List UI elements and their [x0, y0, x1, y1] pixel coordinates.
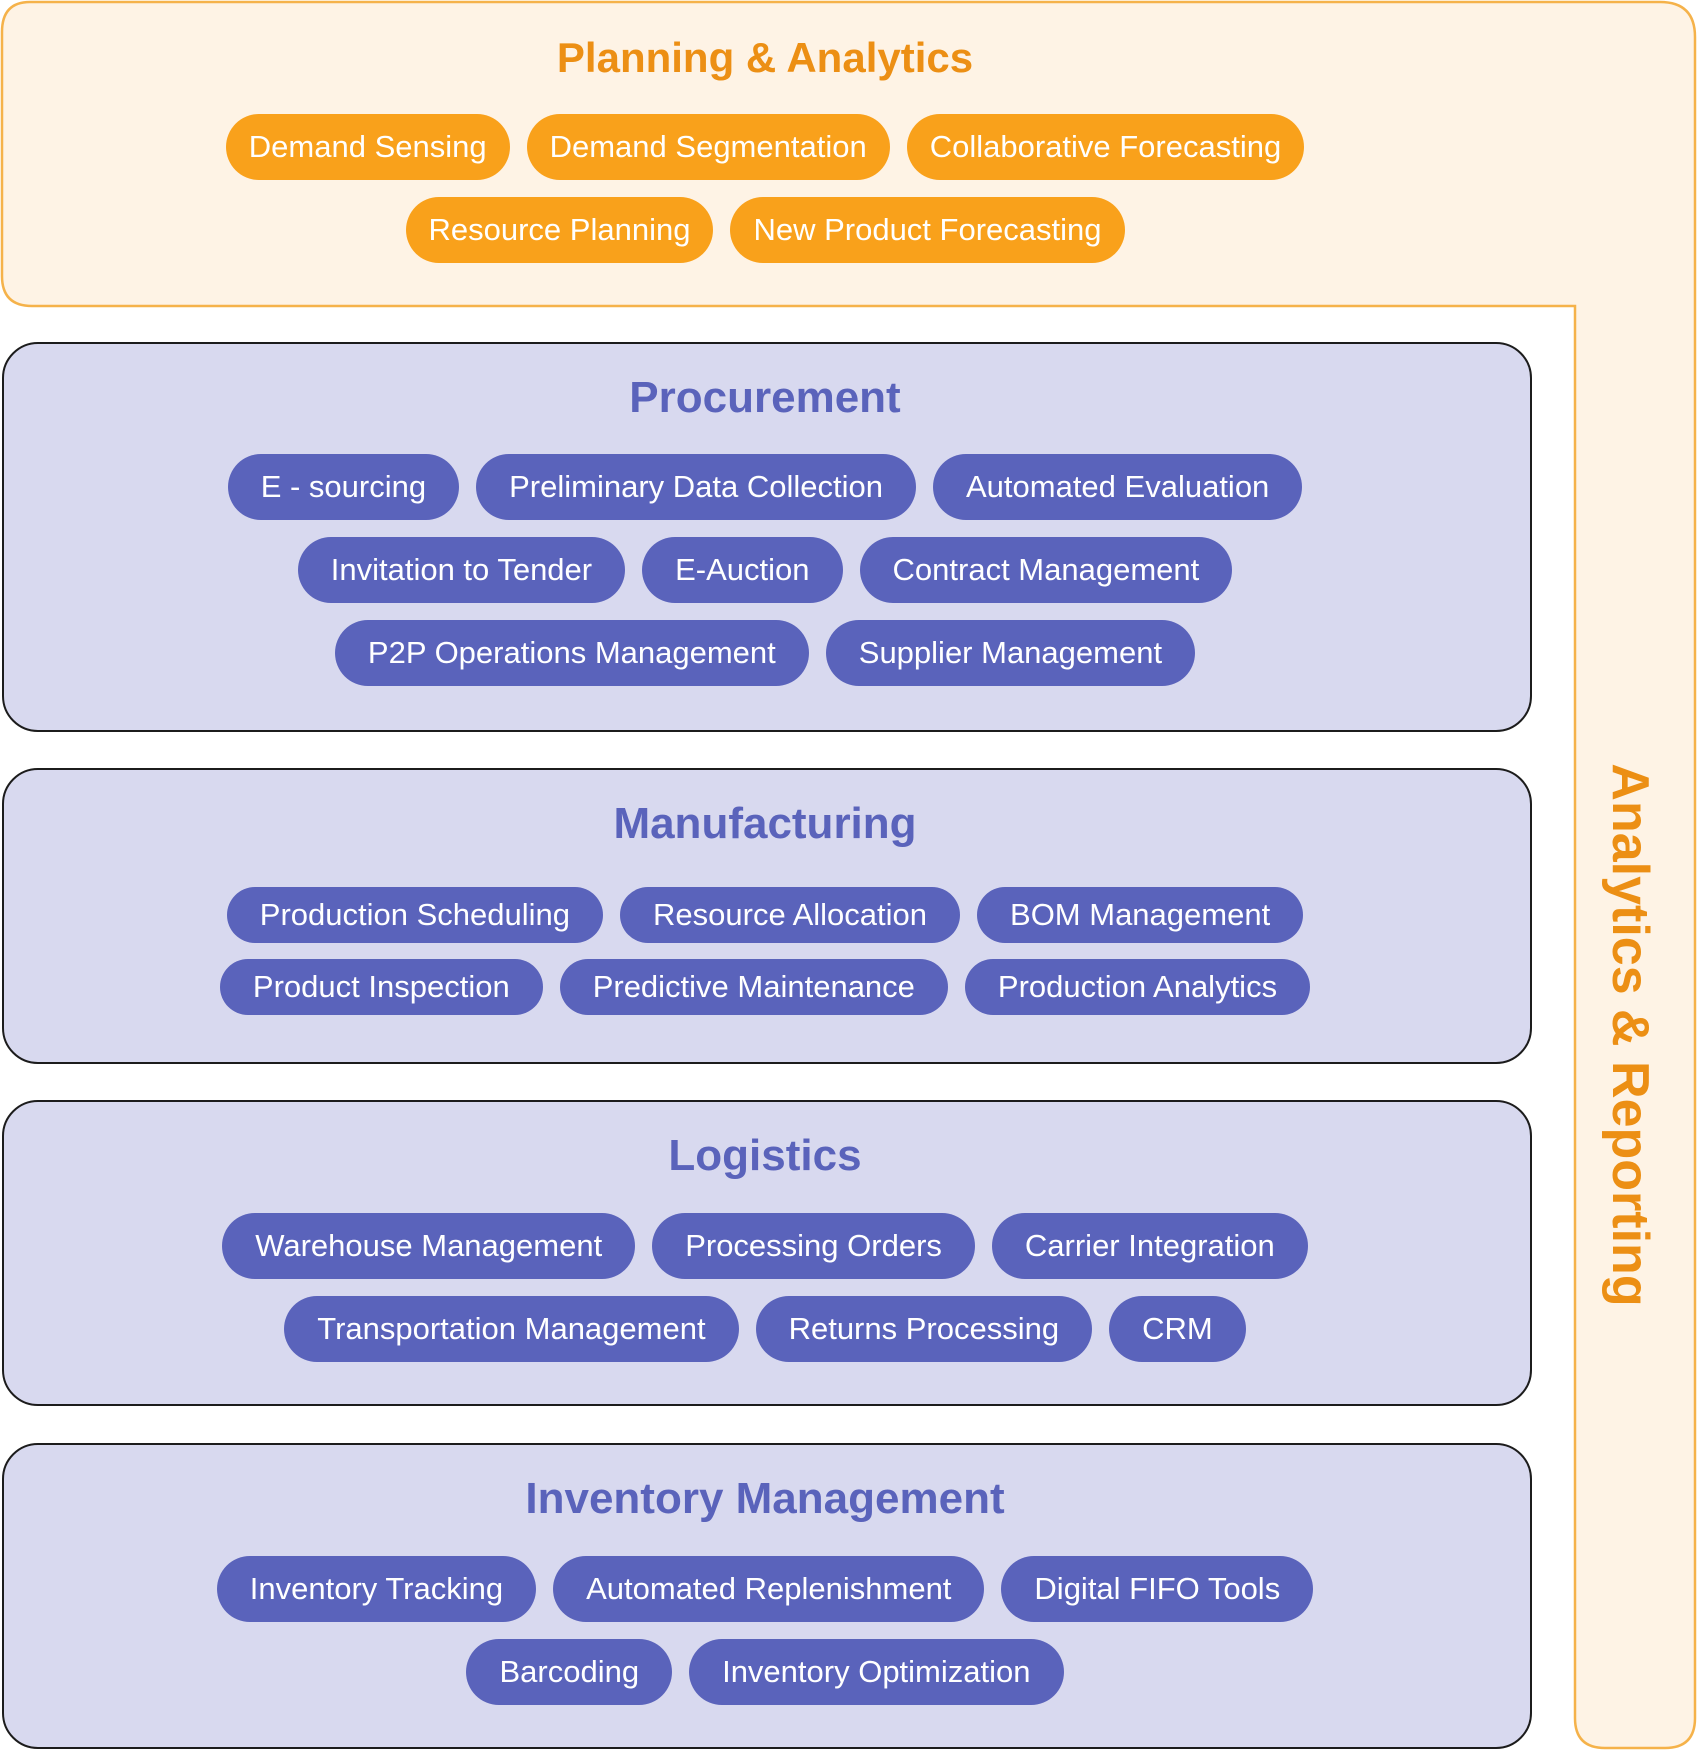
pill-barcoding: Barcoding: [466, 1639, 673, 1705]
pill-digital-fifo-tools: Digital FIFO Tools: [1001, 1556, 1314, 1622]
pill-new-product-forecasting: New Product Forecasting: [730, 197, 1125, 263]
pill-automated-evaluation: Automated Evaluation: [932, 454, 1303, 520]
pill-demand-sensing: Demand Sensing: [225, 114, 510, 180]
pill-automated-replenishment: Automated Replenishment: [553, 1556, 985, 1622]
pill-returns-processing: Returns Processing: [755, 1296, 1093, 1362]
pill-production-analytics: Production Analytics: [964, 959, 1311, 1015]
pill-bom-management: BOM Management: [977, 887, 1304, 943]
inventory-management-title: Inventory Management: [525, 1474, 1005, 1523]
pill-production-scheduling: Production Scheduling: [226, 887, 604, 943]
pill-crm: CRM: [1109, 1296, 1246, 1362]
pill-predictive-maintenance: Predictive Maintenance: [559, 959, 948, 1015]
pill-p2p-operations-management: P2P Operations Management: [334, 620, 809, 686]
pill-inventory-optimization: Inventory Optimization: [689, 1639, 1064, 1705]
pill-carrier-integration: Carrier Integration: [991, 1213, 1308, 1279]
analytics-reporting-label: Analytics & Reporting: [1601, 763, 1659, 1307]
pill-inventory-tracking: Inventory Tracking: [216, 1556, 537, 1622]
pill-invitation-to-tender: Invitation to Tender: [297, 537, 626, 603]
pill-processing-orders: Processing Orders: [652, 1213, 975, 1279]
pill-transportation-management: Transportation Management: [284, 1296, 739, 1362]
logistics-title: Logistics: [668, 1131, 862, 1180]
pill-e-sourcing: E - sourcing: [227, 454, 460, 520]
pill-preliminary-data-collection: Preliminary Data Collection: [476, 454, 916, 520]
pill-supplier-management: Supplier Management: [825, 620, 1196, 686]
pill-collaborative-forecasting: Collaborative Forecasting: [906, 114, 1305, 180]
procurement-title: Procurement: [629, 373, 901, 422]
pill-resource-allocation: Resource Allocation: [620, 887, 961, 943]
pill-contract-management: Contract Management: [859, 537, 1233, 603]
pill-resource-planning: Resource Planning: [405, 197, 714, 263]
pill-product-inspection: Product Inspection: [219, 959, 543, 1015]
pill-demand-segmentation: Demand Segmentation: [526, 114, 890, 180]
planning-analytics-title: Planning & Analytics: [556, 34, 974, 81]
pill-warehouse-management: Warehouse Management: [222, 1213, 636, 1279]
manufacturing-title: Manufacturing: [613, 799, 917, 848]
pill-e-auction: E-Auction: [642, 537, 843, 603]
